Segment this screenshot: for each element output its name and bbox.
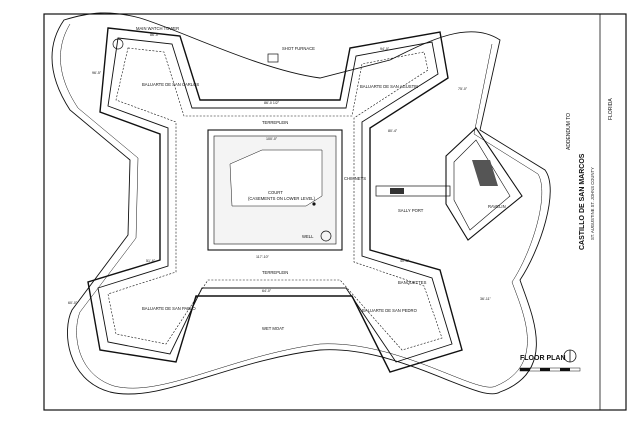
label-terreplein-top: TERREPLEIN (262, 120, 288, 125)
label-baluarte-san-pedro: BALUARTE DE SAN PEDRO (362, 308, 418, 313)
label-baluarte-san-pablo: BALUARTE DE SAN PABLO (142, 306, 196, 311)
well-icon (320, 230, 332, 242)
state-label: FLORIDA (608, 98, 614, 120)
court-outer (207, 129, 343, 251)
label-wet-moat: WET MOAT (262, 326, 285, 331)
dim-9: 100'-0" (266, 137, 278, 141)
glacis-inner (60, 23, 542, 389)
sheet-border (43, 13, 627, 411)
dim-6: 64'-0" (262, 289, 272, 293)
ravelin-ramp (472, 160, 498, 186)
label-well: WELL (302, 234, 314, 239)
dim-11: 60'-0" (68, 301, 78, 305)
court-open-area (229, 149, 323, 207)
scale-bar (519, 367, 581, 372)
dim-3: 94'-0" (380, 47, 390, 51)
dim-13: 80'-4" (388, 129, 398, 133)
fort-outer-wall (87, 27, 463, 373)
dim-8: 40'-3" (400, 259, 410, 263)
label-court: COURT (268, 190, 283, 195)
label-court-note: (CASEMENTS ON LOWER LEVEL) (248, 196, 316, 201)
dim-7: 51'-6" (146, 259, 156, 263)
location-label: ST. AUGUSTINE ST. JOHNS COUNTY (590, 167, 595, 240)
main-watch-tower-icon (112, 38, 124, 50)
label-chimneys: CHIMNEYS (344, 176, 366, 181)
dim-2: 86'-0 1/2" (264, 101, 280, 105)
sally-port-bridge (375, 185, 451, 197)
label-ravelin: RAVELIN (488, 204, 506, 209)
fort-name-label: CASTILLO DE SAN MARCOS (579, 153, 586, 250)
dim-12: 36'-11" (480, 297, 492, 301)
dim-5: 75'-0" (458, 87, 468, 91)
floor-plan-title: FLOOR PLAN (520, 355, 566, 362)
label-shot-furnace: SHOT FURNACE (282, 46, 315, 51)
label-terreplein-bottom: TERREPLEIN (262, 270, 288, 275)
label-main-watch-tower: MAIN WATCH TOWER (136, 26, 179, 31)
fort-inner-wall (97, 37, 453, 363)
addendum-label: ADDENDUM TO (566, 113, 572, 150)
label-baluarte-san-carlos: BALUARTE DE SAN CARLOS (142, 82, 199, 87)
dim-10: 117'-10" (256, 255, 270, 259)
dim-4: 96'-5" (92, 71, 102, 75)
label-baluarte-san-agustin: BALUARTE DE SAN AGUSTIN (360, 84, 418, 89)
rampart-line (107, 47, 443, 351)
label-banquettes: BANQUETTES (398, 280, 427, 285)
label-sally-port: SALLY PORT (398, 208, 424, 213)
dim-1: 86'-0" (150, 33, 160, 37)
glacis-outline (51, 12, 551, 395)
shot-furnace-icon (267, 53, 279, 63)
